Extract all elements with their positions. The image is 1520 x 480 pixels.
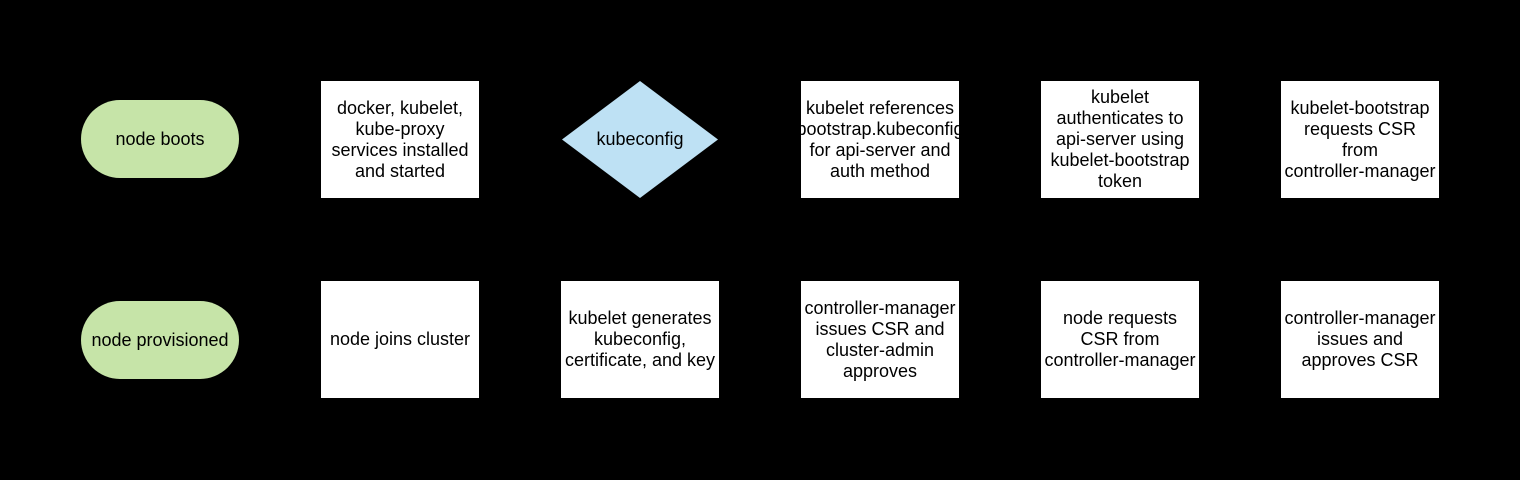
process-services-installed: docker, kubelet, kube-proxy services ins…: [321, 81, 479, 198]
node-label: kubelet authenticates to api-server usin…: [1050, 87, 1190, 191]
node-label: kubeconfig: [596, 129, 684, 149]
node-label: node boots: [115, 128, 205, 149]
node-label: docker, kubelet, kube-proxy services ins…: [331, 97, 469, 181]
node-label: kubelet-bootstrap requests CSR from cont…: [1284, 97, 1436, 181]
node-label: kubelet references bootstrap.kubeconfig …: [801, 97, 959, 181]
node-label: kubelet generates kubeconfig, certificat…: [564, 308, 716, 370]
decision-kubeconfig: kubeconfig: [562, 81, 718, 198]
process-kubelet-references-bootstrap: kubelet references bootstrap.kubeconfig …: [801, 81, 959, 198]
process-cm-issues-csr-admin-approves: controller-manager issues CSR and cluste…: [801, 281, 959, 398]
terminal-node-boots: node boots: [81, 100, 239, 178]
node-label: controller-manager issues CSR and cluste…: [804, 297, 956, 381]
node-label: node provisioned: [91, 329, 229, 350]
process-cm-issues-and-approves-csr: controller-manager issues and approves C…: [1281, 281, 1439, 398]
process-bootstrap-requests-csr: kubelet-bootstrap requests CSR from cont…: [1281, 81, 1439, 198]
process-kubelet-authenticates: kubelet authenticates to api-server usin…: [1041, 81, 1199, 198]
node-label: node joins cluster: [329, 329, 471, 349]
node-label: controller-manager issues and approves C…: [1284, 308, 1436, 370]
node-label: node requests CSR from controller-manage…: [1044, 308, 1196, 370]
terminal-node-provisioned: node provisioned: [81, 301, 239, 379]
process-node-requests-csr: node requests CSR from controller-manage…: [1041, 281, 1199, 398]
process-kubelet-generates: kubelet generates kubeconfig, certificat…: [561, 281, 719, 398]
process-node-joins-cluster: node joins cluster: [321, 281, 479, 398]
